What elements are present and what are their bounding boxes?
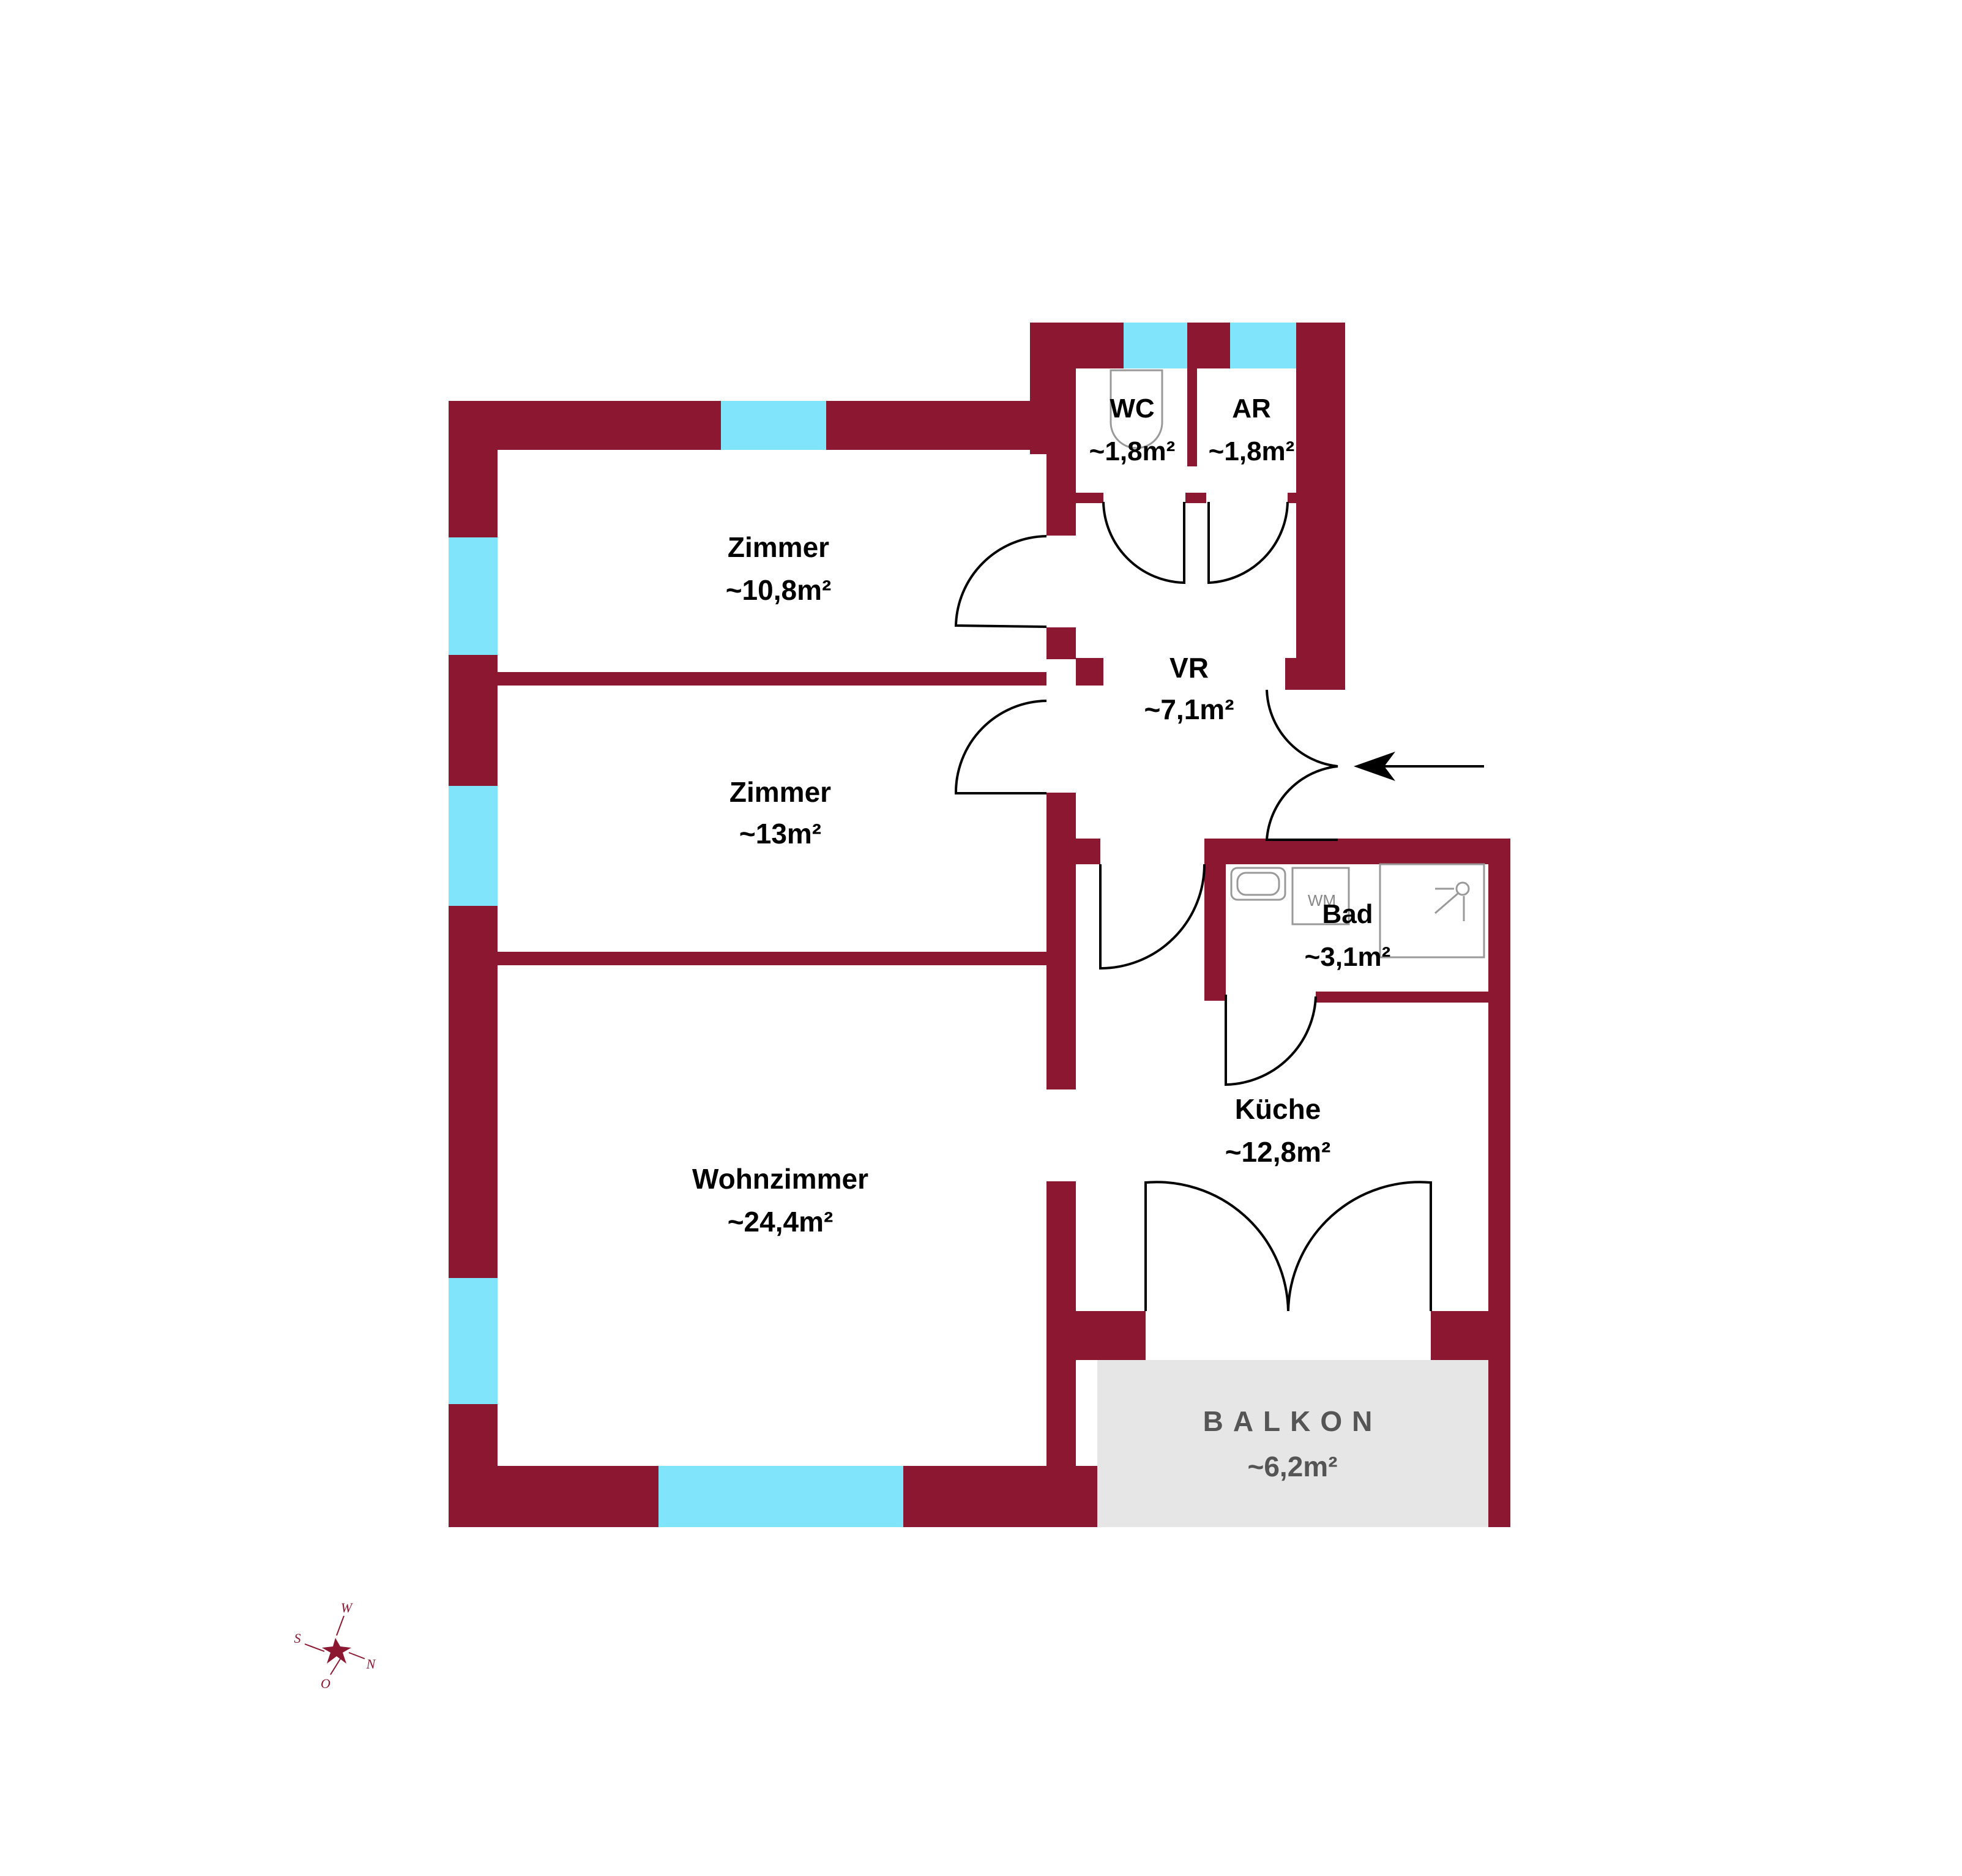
toilet-icon bbox=[1110, 369, 1163, 449]
window bbox=[449, 786, 498, 906]
vr-name: VR bbox=[1169, 652, 1209, 684]
vr-area: ~7,1m² bbox=[1144, 693, 1234, 725]
doors bbox=[954, 501, 1432, 1312]
sink-icon bbox=[1236, 872, 1280, 896]
window bbox=[658, 1466, 903, 1527]
balkon-area: ~6,2m² bbox=[1247, 1451, 1337, 1482]
compass-n: N bbox=[366, 1656, 376, 1672]
zimmer1-area: ~10,8m² bbox=[726, 574, 832, 606]
kueche-area: ~12,8m² bbox=[1225, 1136, 1331, 1168]
window bbox=[1230, 323, 1296, 368]
wc-name: WC bbox=[1110, 394, 1154, 424]
window bbox=[1124, 323, 1187, 368]
shower-icon bbox=[1379, 863, 1485, 959]
windows bbox=[449, 323, 1296, 1527]
door-bad bbox=[1225, 995, 1317, 1086]
compass-w: W bbox=[341, 1600, 353, 1615]
entrance-arrow-icon bbox=[1354, 752, 1484, 781]
door-wc bbox=[1102, 501, 1185, 585]
sink-icon bbox=[1230, 867, 1286, 901]
balcony-floor bbox=[1097, 1360, 1488, 1527]
bad-name: Bad bbox=[1322, 899, 1373, 929]
kueche-name: Küche bbox=[1235, 1093, 1321, 1125]
wohnzimmer-area: ~24,4m² bbox=[728, 1206, 834, 1238]
balkon-name: BALKON bbox=[1203, 1405, 1382, 1437]
washing-machine bbox=[1291, 867, 1350, 925]
window bbox=[449, 537, 498, 655]
compass-rose-icon: W S N O bbox=[294, 1600, 376, 1691]
fixtures bbox=[1110, 369, 1485, 959]
wohnzimmer-name: Wohnzimmer bbox=[692, 1163, 868, 1195]
room-labels: Zimmer ~10,8m² Zimmer ~13m² Wohnzimmer ~… bbox=[692, 394, 1390, 1482]
door-zimmer2 bbox=[954, 700, 1047, 794]
bad-area: ~3,1m² bbox=[1305, 942, 1391, 972]
entrance-door bbox=[1265, 689, 1338, 841]
door-zimmer1 bbox=[954, 535, 1047, 628]
zimmer2-name: Zimmer bbox=[729, 776, 831, 808]
compass-o: O bbox=[321, 1676, 330, 1691]
wc-area: ~1,8m² bbox=[1089, 436, 1176, 466]
ar-name: AR bbox=[1232, 394, 1271, 424]
ar-area: ~1,8m² bbox=[1209, 436, 1295, 466]
compass-s: S bbox=[294, 1631, 301, 1646]
zimmer2-area: ~13m² bbox=[739, 818, 821, 850]
zimmer1-name: Zimmer bbox=[728, 531, 829, 563]
door-bad-vr bbox=[1099, 864, 1206, 970]
window bbox=[721, 401, 826, 450]
window bbox=[449, 1278, 498, 1404]
shower-head bbox=[1455, 881, 1470, 896]
washing-machine-label: WM bbox=[1308, 891, 1336, 910]
door-ar bbox=[1207, 501, 1289, 585]
balcony-door bbox=[1144, 1181, 1432, 1312]
